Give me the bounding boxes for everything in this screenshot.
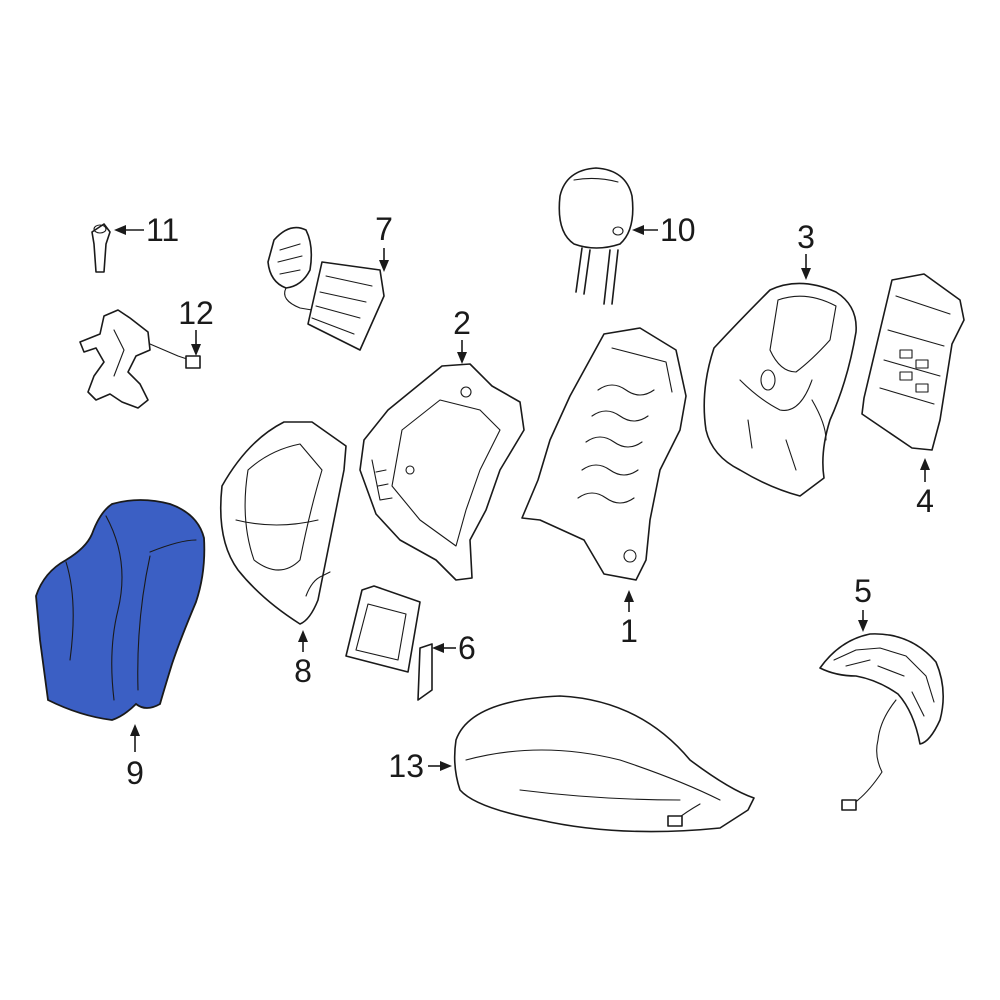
callout-2-label: 2 [453, 305, 471, 341]
part-5-heater-mat[interactable] [819, 633, 944, 811]
callout-3-label: 3 [797, 219, 815, 255]
callout-9: 9 [126, 724, 144, 791]
callout-13-label: 13 [388, 748, 424, 784]
callout-12-label: 12 [178, 295, 214, 331]
callout-7: 7 [375, 211, 393, 272]
callout-6-label: 6 [458, 630, 476, 666]
callout-13: 13 [388, 748, 452, 784]
part-9-seat-back-cover[interactable] [35, 499, 206, 721]
callout-8-label: 8 [294, 653, 312, 689]
part-10-headrest[interactable] [558, 167, 634, 305]
part-11-fastener[interactable] [91, 223, 111, 273]
callout-8: 8 [294, 630, 312, 689]
part-8-back-pad[interactable] [219, 421, 347, 625]
part-4-back-panel[interactable] [861, 273, 965, 451]
part-12-bracket[interactable] [79, 309, 201, 409]
seat-back-cover-seam-inner [137, 555, 151, 691]
part-2-back-frame[interactable] [359, 363, 525, 581]
callout-11: 11 [114, 212, 179, 248]
seat-back-cover-seam-right [149, 539, 197, 553]
seat-back-cover-seam-center [105, 515, 123, 701]
callout-10-label: 10 [660, 212, 696, 248]
callout-2: 2 [453, 305, 471, 364]
callout-6: 6 [432, 630, 476, 666]
callout-7-label: 7 [375, 211, 393, 247]
part-1-frame-with-suspension[interactable] [521, 327, 687, 581]
callout-4: 4 [916, 458, 934, 519]
callout-5: 5 [854, 573, 872, 632]
callout-1-label: 1 [620, 613, 638, 649]
seat-back-cover-seam-left [65, 561, 74, 661]
callout-3: 3 [797, 219, 815, 280]
callout-12: 12 [178, 295, 214, 356]
part-3-back-cushion[interactable] [703, 282, 857, 497]
callout-4-label: 4 [916, 483, 934, 519]
callout-11-label: 11 [146, 212, 179, 248]
part-6-module[interactable] [345, 585, 433, 701]
part-7-airbag-module[interactable] [267, 226, 385, 351]
callout-9-label: 9 [126, 755, 144, 791]
part-13-seat-cushion-cover[interactable] [453, 695, 755, 833]
callout-10: 10 [632, 212, 696, 248]
callout-1: 1 [620, 590, 638, 649]
callout-5-label: 5 [854, 573, 872, 609]
seat-back-cover-shape [35, 499, 206, 721]
